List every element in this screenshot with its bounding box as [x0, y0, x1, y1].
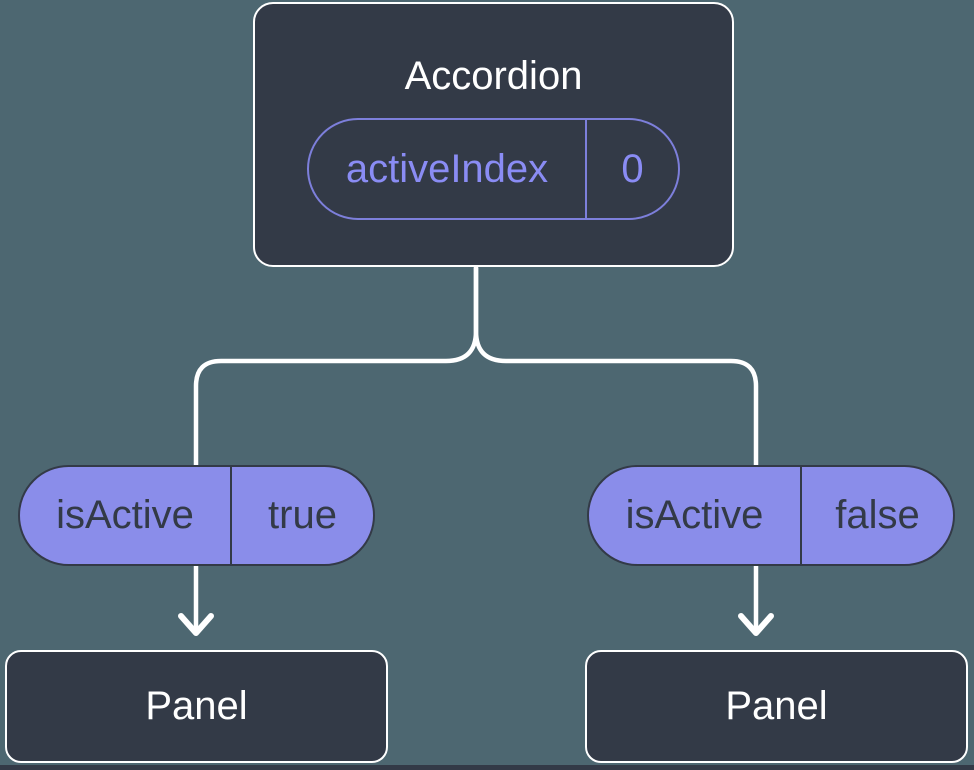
connector-branch-right: [473, 265, 759, 631]
connector-branch-left: [193, 265, 479, 631]
panel-node-right: Panel: [585, 650, 968, 763]
prop-pill-label: isActive: [20, 467, 232, 564]
state-pill: activeIndex 0: [307, 118, 680, 220]
prop-pill-left: isActive true: [18, 465, 375, 566]
arrow-down-icon: [178, 613, 214, 636]
arrow-down-icon: [738, 613, 774, 636]
state-pill-value: 0: [621, 146, 644, 191]
accordion-node-title: Accordion: [404, 54, 583, 98]
prop-pill-right: isActive false: [587, 465, 955, 566]
prop-pill-value: false: [835, 493, 920, 537]
panel-node-title: Panel: [145, 684, 248, 728]
state-pill-label: activeIndex: [309, 120, 587, 218]
bottom-edge-strip: [0, 765, 974, 770]
prop-pill-label: isActive: [589, 467, 802, 564]
prop-pill-value: true: [268, 493, 337, 537]
panel-node-title: Panel: [725, 684, 828, 728]
accordion-node: Accordion activeIndex 0: [253, 2, 734, 267]
panel-node-left: Panel: [5, 650, 388, 763]
